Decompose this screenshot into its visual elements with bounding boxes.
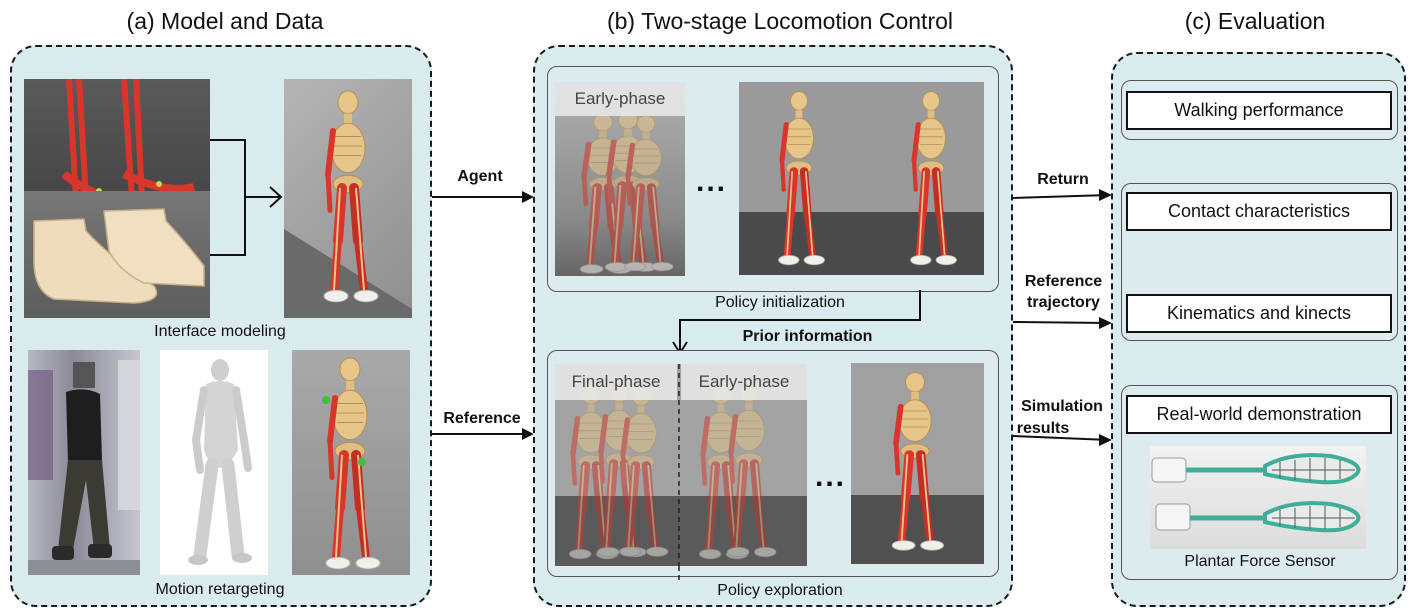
contact-characteristics-box: Contact characteristics [1126, 192, 1392, 231]
merge-arrow [210, 139, 283, 256]
final-phase-tag: Final-phase [555, 364, 677, 400]
reference-trajectory-arrow [1013, 317, 1112, 329]
skeleton-model-image [284, 79, 412, 318]
reference-trajectory-label-1: Reference [1024, 273, 1103, 290]
early-phase-tag-bottom: Early-phase [681, 364, 807, 400]
walking-performance-box: Walking performance [1126, 91, 1392, 130]
walking-skeleton-image-bottom [851, 363, 984, 564]
phase-divider-line [678, 566, 680, 580]
ellipsis-bottom: ... [815, 460, 847, 493]
policy-initialization-caption: Policy initialization [715, 294, 845, 311]
reference-arrow [432, 428, 534, 440]
plantar-force-sensor-image [1150, 446, 1366, 549]
agent-arrow [432, 191, 534, 203]
retargeted-skeleton-image [292, 350, 410, 575]
real-world-demonstration-box: Real-world demonstration [1126, 395, 1392, 434]
return-arrow [1013, 189, 1112, 201]
interface-modeling-caption: Interface modeling [154, 323, 286, 340]
simulation-results-label-1: Simulation [1021, 398, 1103, 415]
body-mesh-image [160, 350, 268, 575]
policy-exploration-caption: Policy exploration [717, 582, 843, 599]
walking-skeletons-image-top [739, 82, 984, 275]
simulation-results-label-2: results [1016, 420, 1070, 437]
motion-retargeting-caption: Motion retargeting [155, 581, 285, 598]
simulation-results-arrow [1013, 434, 1112, 446]
early-phase-tag-top: Early-phase [555, 82, 685, 116]
title-two-stage-control: (b) Two-stage Locomotion Control [606, 8, 954, 34]
prior-information-label: Prior information [742, 328, 873, 345]
reference-label: Reference [443, 410, 521, 427]
plantar-force-sensor-caption: Plantar Force Sensor [1184, 553, 1336, 570]
shoe-shell-image [24, 191, 210, 318]
title-model-and-data: (a) Model and Data [126, 8, 324, 34]
return-label: Return [1037, 171, 1089, 188]
title-evaluation: (c) Evaluation [1184, 8, 1326, 34]
foot-muscle-image [24, 79, 210, 191]
person-photo [28, 350, 140, 575]
kinematics-box: Kinematics and kinects [1126, 294, 1392, 333]
ellipsis-top: ... [696, 165, 728, 198]
agent-label: Agent [457, 168, 503, 185]
reference-trajectory-label-2: trajectory [1027, 294, 1100, 311]
